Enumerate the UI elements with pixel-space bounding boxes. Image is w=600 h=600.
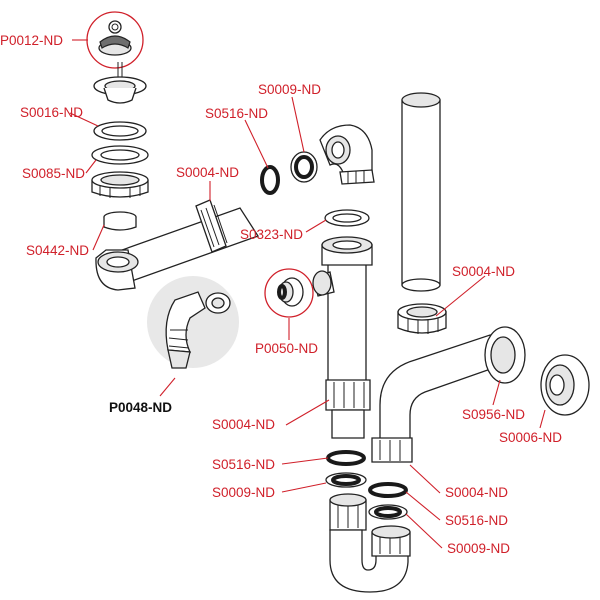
label-s0009-mid: S0009-ND	[212, 485, 275, 500]
strainer-body	[93, 62, 147, 104]
label-s0516-low: S0516-ND	[445, 513, 508, 528]
washer-s0516-top	[260, 165, 280, 195]
u-bend	[329, 493, 411, 593]
label-p0012: P0012-ND	[0, 33, 63, 48]
label-p0048: P0048-ND	[109, 400, 172, 415]
connector-callout-circle	[264, 268, 314, 318]
label-s0004-tube: S0004-ND	[452, 264, 515, 279]
label-s0956: S0956-ND	[462, 407, 525, 422]
leader-lines	[69, 39, 546, 549]
label-s0516-top: S0516-ND	[205, 106, 268, 121]
washer-s0009-low	[368, 504, 408, 520]
washer-s0009-mid	[325, 472, 367, 488]
label-s0009-top: S0009-ND	[258, 82, 321, 97]
elbow-fitting	[319, 124, 375, 185]
washer-s0016	[93, 121, 147, 141]
connector-p0050	[264, 268, 314, 318]
highlight-circle	[147, 276, 239, 368]
washer-s0516-low	[368, 482, 408, 498]
strainer-nut	[91, 171, 149, 198]
washer-s0085	[91, 145, 149, 165]
label-s0009-low: S0009-ND	[447, 541, 510, 556]
tube-nut	[397, 303, 447, 334]
hose-adapter-part	[147, 276, 239, 369]
tall-tube	[401, 92, 441, 292]
washer-s0442	[103, 211, 137, 231]
rosette-s0006	[540, 354, 590, 416]
label-s0516-mid: S0516-ND	[212, 457, 275, 472]
label-s0004-top: S0004-ND	[176, 165, 239, 180]
washer-s0516-mid	[326, 450, 366, 466]
label-s0006: S0006-ND	[499, 430, 562, 445]
label-s0085: S0085-ND	[22, 166, 85, 181]
central-standpipe	[312, 236, 373, 439]
trap-body	[371, 334, 503, 463]
washer-s0323	[324, 209, 370, 227]
label-s0323: S0323-ND	[240, 227, 303, 242]
label-s0004-mid: S0004-ND	[212, 417, 275, 432]
overflow-pipe	[95, 199, 259, 291]
label-p0050: P0050-ND	[255, 341, 318, 356]
label-s0004-low: S0004-ND	[445, 485, 508, 500]
plug-part	[86, 11, 144, 69]
wall-flange-s0956	[484, 326, 526, 384]
label-s0016: S0016-ND	[20, 105, 83, 120]
label-s0442: S0442-ND	[26, 243, 89, 258]
